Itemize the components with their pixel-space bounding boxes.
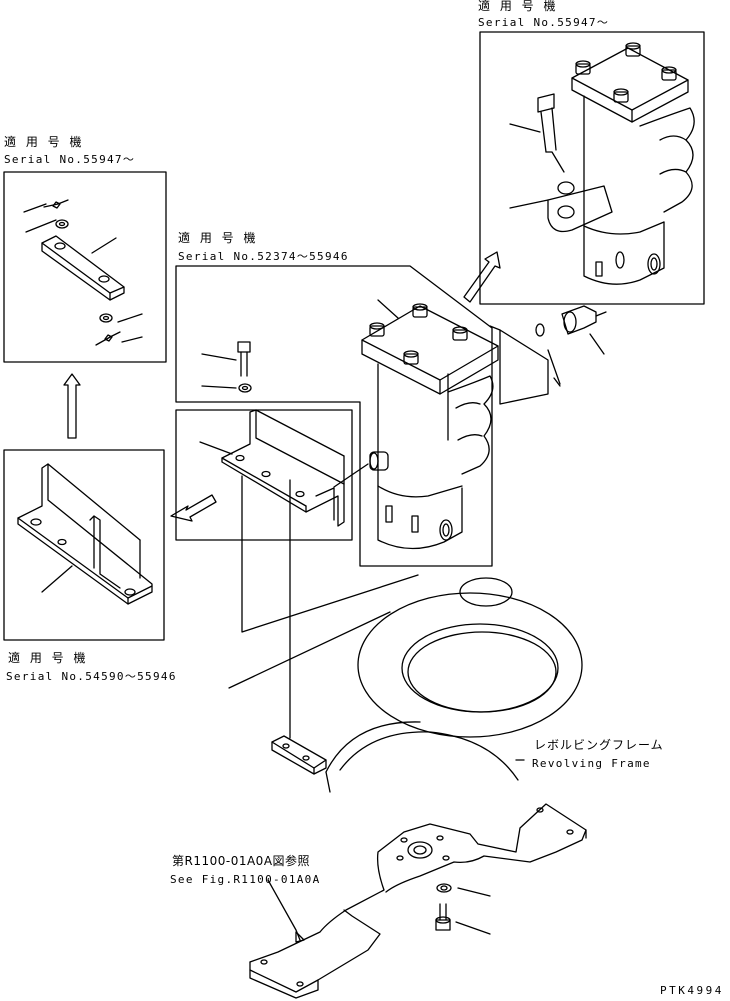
- arrow-up: [63, 373, 81, 439]
- detail-box-bottom-left: [3, 449, 165, 641]
- detail-box-top-left: [3, 171, 167, 363]
- leader-line: [241, 475, 419, 633]
- revolving-frame-label-jp: レボルビングフレーム: [534, 738, 664, 752]
- figure-reference-label-en: See Fig.R1100-01A0A: [170, 873, 321, 886]
- mounting-bracket-bottom: [249, 803, 587, 999]
- leader-line: [228, 611, 391, 689]
- figure-reference-label-jp: 第R1100-01A0A図参照: [172, 854, 311, 868]
- swivel-joint-top-right: [509, 42, 695, 285]
- applicability-label-top-right: 適 用 号 機: [478, 0, 559, 13]
- angle-bracket-center: [199, 409, 345, 527]
- angle-bracket-bottom-left: [17, 463, 153, 605]
- detail-box-center: [175, 265, 493, 567]
- serial-label-bottom-left: Serial No.54590～55946: [6, 670, 177, 683]
- bolt-center: [201, 341, 252, 393]
- revolving-frame-label-en: Revolving Frame: [532, 757, 651, 770]
- arrow-to-right-box: [463, 251, 501, 303]
- applicability-label-top-left: 適 用 号 機: [4, 135, 85, 149]
- serial-label-top-left: Serial No.55947～: [4, 153, 136, 166]
- revolving-frame-ring: [325, 577, 583, 793]
- serial-label-top-right: Serial No.55947～: [478, 16, 610, 29]
- frame-plate: [271, 735, 327, 775]
- detail-box-top-right: [479, 31, 705, 305]
- swivel-joint-center: [361, 299, 561, 550]
- serial-label-center: Serial No.52374～55946: [178, 250, 349, 263]
- plate-part-top-left: [23, 199, 143, 346]
- elbow-fitting: [535, 305, 607, 355]
- applicability-label-bottom-left: 適 用 号 機: [8, 651, 89, 665]
- leader-line: [333, 463, 369, 488]
- arrow-to-left-box: [170, 494, 217, 522]
- drawing-code: PTK4994: [660, 984, 724, 997]
- applicability-label-center: 適 用 号 機: [178, 231, 259, 245]
